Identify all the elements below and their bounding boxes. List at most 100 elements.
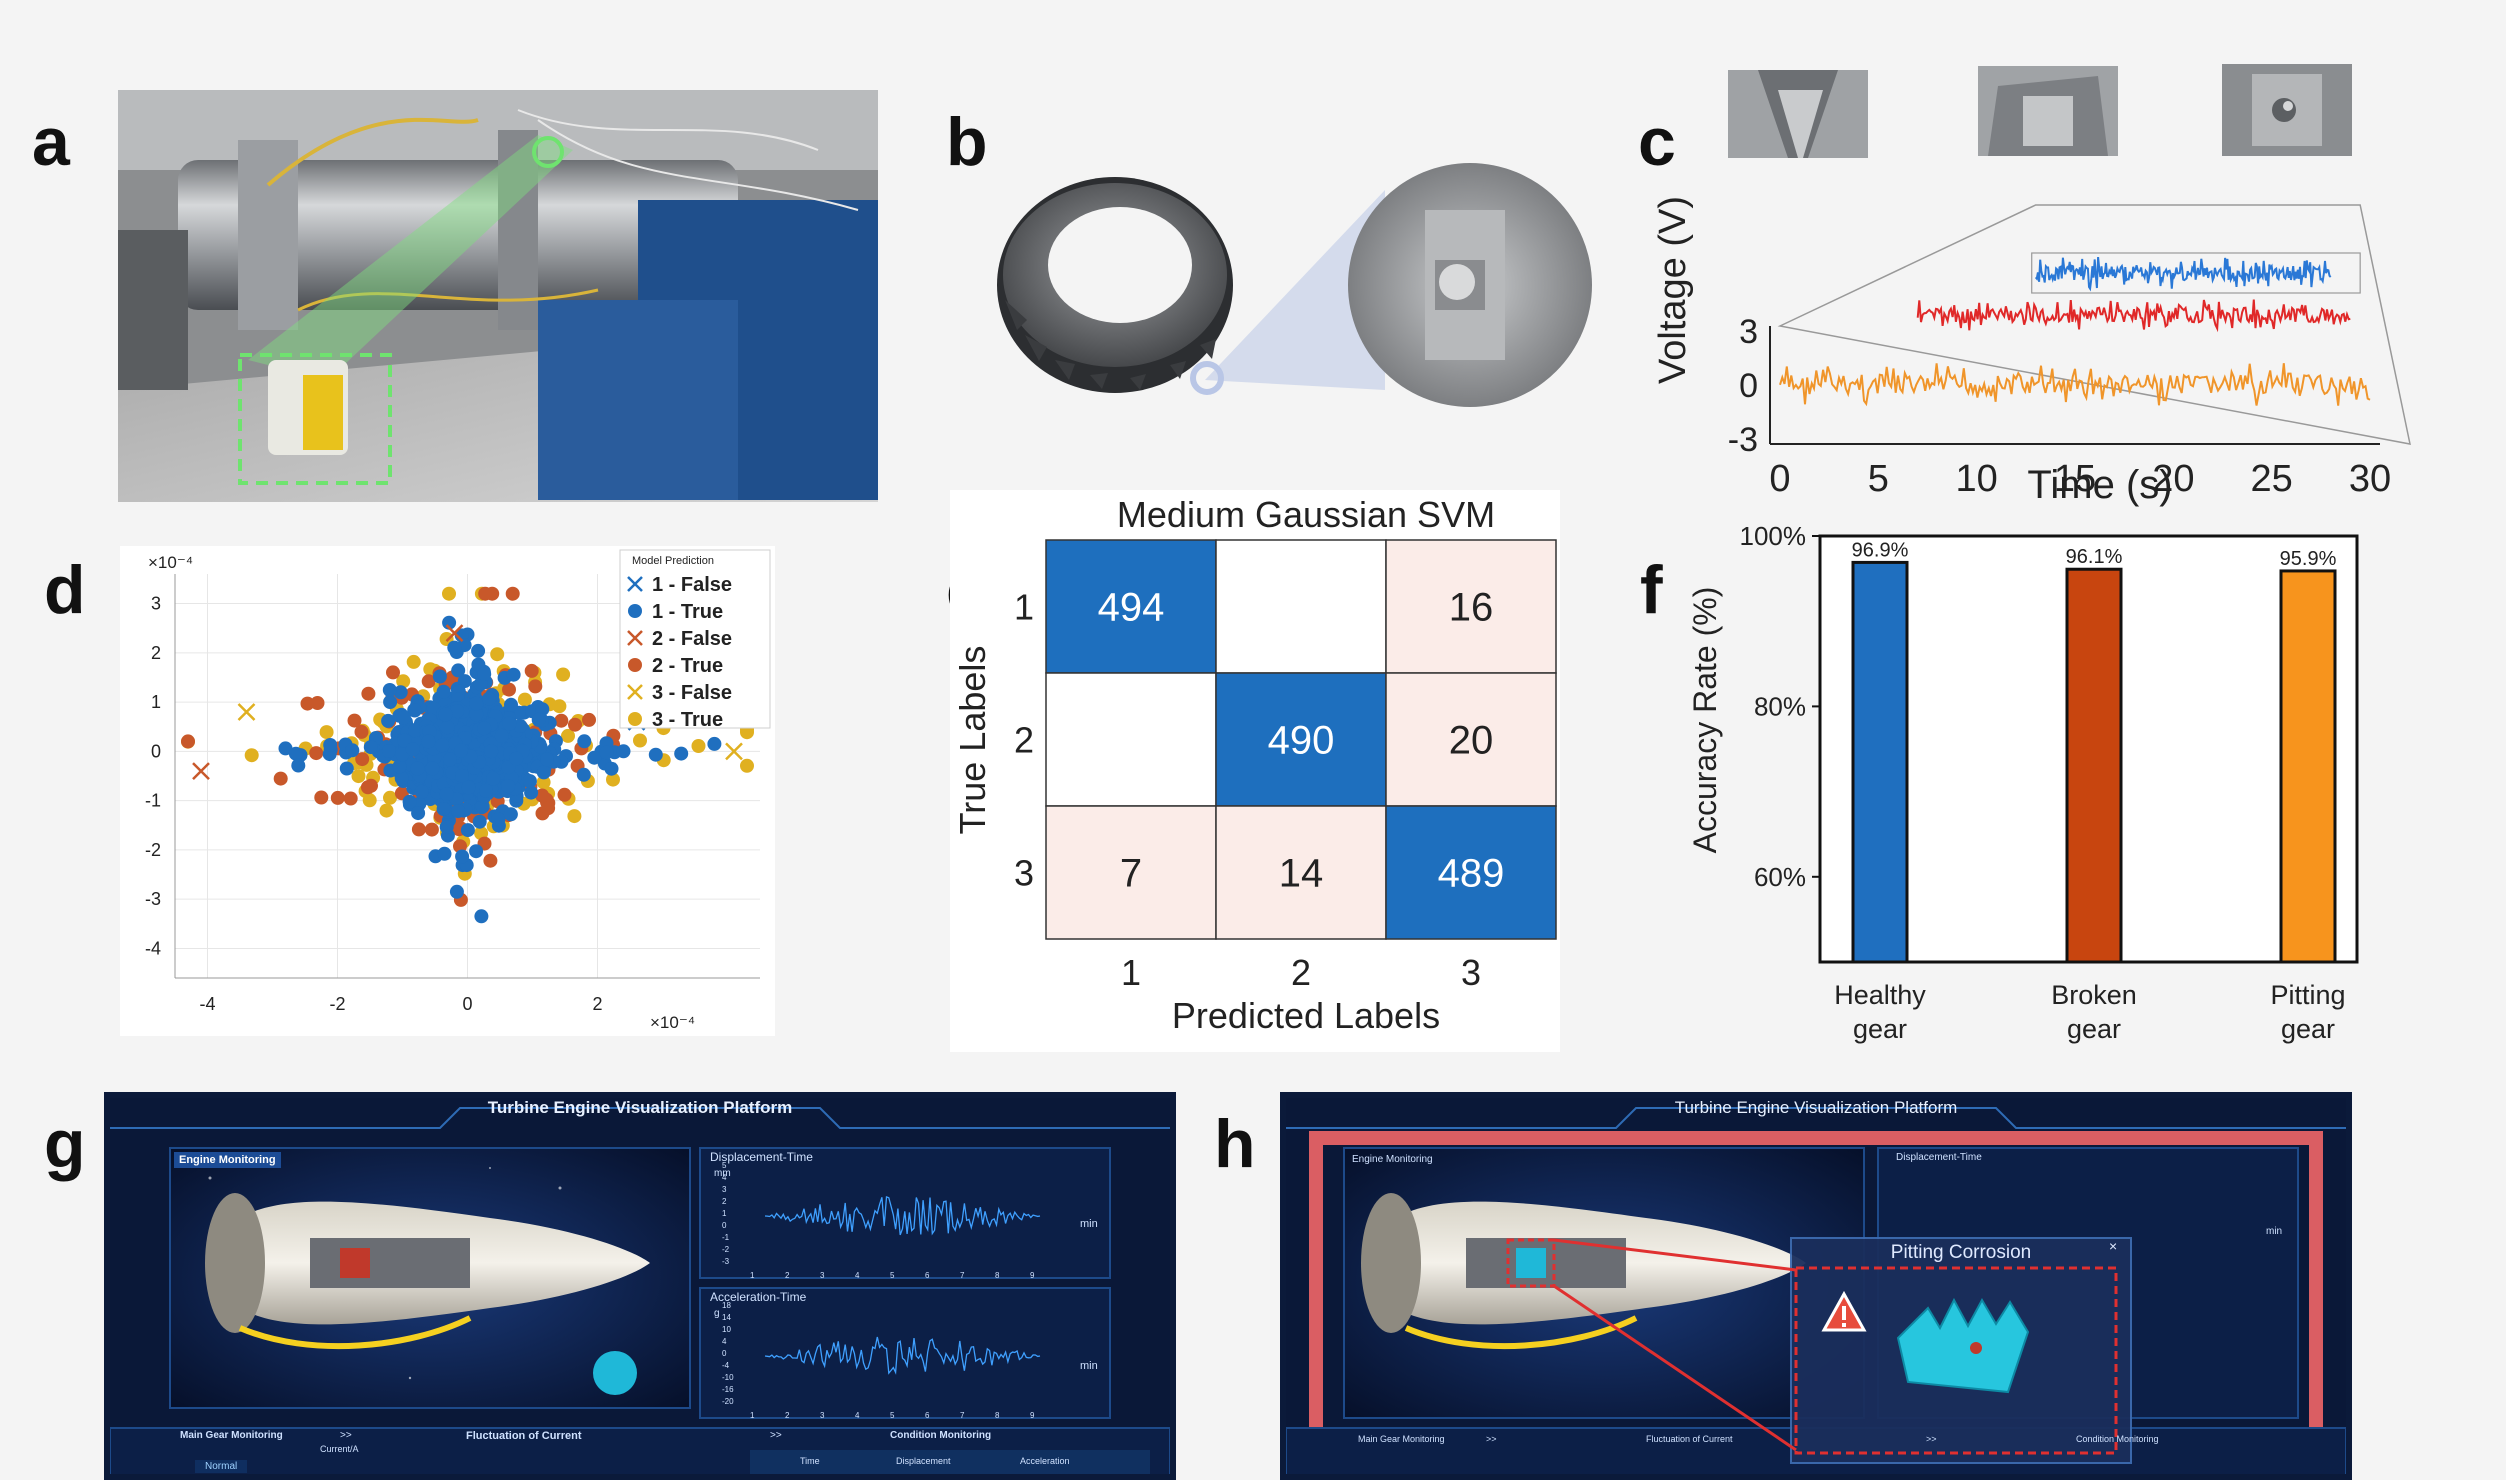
d-point (407, 723, 422, 738)
close-icon[interactable]: × (2109, 1238, 2118, 1254)
main-gear-monitoring-label-h: Main Gear Monitoring (1358, 1434, 1445, 1444)
d-ytick: 1 (151, 692, 161, 712)
d-point (397, 733, 412, 748)
d-point (291, 758, 306, 773)
d-point (450, 704, 465, 719)
d-point (469, 707, 484, 722)
d-point (339, 761, 354, 776)
d-legend-marker (628, 712, 642, 726)
d-ytick: -4 (145, 938, 161, 958)
d-point (425, 761, 440, 776)
d-point (361, 686, 376, 701)
d-point (491, 812, 506, 827)
d-point (436, 802, 451, 816)
panel-label-h: h (1214, 1106, 1256, 1182)
d-point (437, 846, 452, 861)
f-bar (1851, 560, 1909, 964)
d-point (490, 647, 505, 662)
d-point (513, 718, 528, 733)
e-cell-value: 494 (1098, 586, 1165, 630)
d-point (181, 734, 195, 749)
d-point (599, 745, 614, 760)
d-point (604, 761, 619, 776)
d-point (330, 790, 345, 805)
c-ytick: -3 (1728, 421, 1758, 459)
e-cell-value: 7 (1120, 852, 1142, 896)
d-xtick: 0 (462, 994, 472, 1014)
panel-label-f: f (1640, 552, 1663, 628)
d-legend-marker (628, 658, 642, 672)
e-cell (1215, 672, 1387, 807)
d-point (561, 728, 575, 743)
e-cell (1045, 672, 1217, 807)
d-point (345, 743, 360, 758)
panel-label-d: d (44, 552, 86, 628)
d-point (587, 750, 602, 765)
engine-monitoring-label: Engine Monitoring (174, 1152, 281, 1168)
d-point (479, 783, 494, 798)
d-point (522, 774, 537, 789)
pitting-gear-thumbnail (2222, 64, 2352, 156)
d-ytick: -3 (145, 889, 161, 909)
e-cell (1215, 539, 1387, 674)
engine-monitoring-label-h: Engine Monitoring (1352, 1154, 1433, 1165)
d-ytick: -1 (145, 791, 161, 811)
d-point (440, 720, 455, 735)
d-point (351, 769, 366, 784)
confusion-matrix: Medium Gaussian SVM Predicted Labels Tru… (950, 490, 1560, 1052)
d-point (477, 721, 492, 736)
d-point (486, 771, 501, 786)
d-point (484, 744, 499, 759)
f-bar (2065, 567, 2123, 964)
e-cell-value: 490 (1268, 719, 1335, 763)
d-point (323, 738, 338, 752)
d-point (411, 822, 426, 837)
d-legend-marker (628, 604, 642, 618)
d-point (577, 734, 592, 749)
displacement-xtick: 1 (750, 1271, 755, 1280)
displacement-waveform (764, 1196, 1041, 1236)
d-point (392, 759, 407, 774)
d-point (319, 725, 334, 740)
xunit-h: min (2266, 1226, 2283, 1237)
d-point (309, 746, 324, 761)
d-point (354, 724, 369, 739)
d-point (460, 823, 475, 838)
d-point (355, 752, 370, 767)
d-xtick: -4 (199, 994, 215, 1014)
d-point (447, 640, 462, 655)
acceleration-ytick: 4 (722, 1337, 727, 1346)
f-bar (2279, 569, 2337, 964)
d-point (414, 784, 429, 799)
acceleration-xtick: 3 (820, 1411, 825, 1420)
d-point (478, 586, 493, 601)
displacement-xtick: 8 (995, 1271, 1000, 1280)
displacement-ytick: -2 (722, 1245, 730, 1254)
d-point (360, 780, 375, 795)
d-point (442, 586, 456, 601)
displacement-xtick: 6 (925, 1271, 930, 1280)
f-category-label: Pitting (2270, 980, 2345, 1010)
displacement-ytick: 0 (722, 1221, 727, 1230)
displacement-xtick: 4 (855, 1271, 860, 1280)
displacement-xtick: 9 (1030, 1271, 1035, 1280)
e-col-label: 3 (1461, 952, 1481, 993)
d-point (535, 788, 550, 803)
acceleration-xtick: 6 (925, 1411, 930, 1420)
d-point (504, 697, 518, 712)
displacement-xtick: 5 (890, 1271, 895, 1280)
d-point (343, 791, 358, 806)
f-value-label: 96.9% (1852, 539, 1909, 561)
displacement-ytick: 2 (722, 1197, 727, 1206)
d-point (482, 691, 497, 706)
d-point (411, 806, 426, 821)
acceleration-ytick: 14 (722, 1313, 731, 1322)
turbine-test-rig-photo (118, 90, 878, 502)
c-series-line (2034, 257, 2332, 292)
e-row-label: 2 (1014, 720, 1034, 761)
d-point (451, 804, 466, 819)
d-point (517, 692, 532, 707)
d-legend-label: 1 - True (652, 601, 723, 623)
e-cell-value: 489 (1438, 852, 1505, 896)
